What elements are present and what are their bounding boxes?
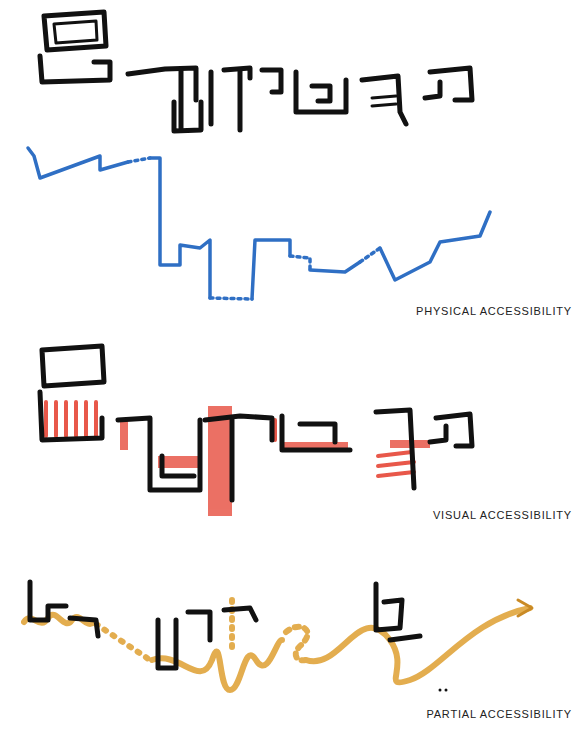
row-caption: PHYSICAL ACCESSIBILITY xyxy=(415,305,573,317)
plan-outline xyxy=(40,12,472,131)
visual-zones xyxy=(40,346,472,516)
access-line xyxy=(28,148,490,299)
row-caption: VISUAL ACCESSIBILITY xyxy=(432,509,573,521)
partial-route xyxy=(24,582,532,692)
row-caption: PARTIAL ACCESSIBILITY xyxy=(425,708,573,720)
